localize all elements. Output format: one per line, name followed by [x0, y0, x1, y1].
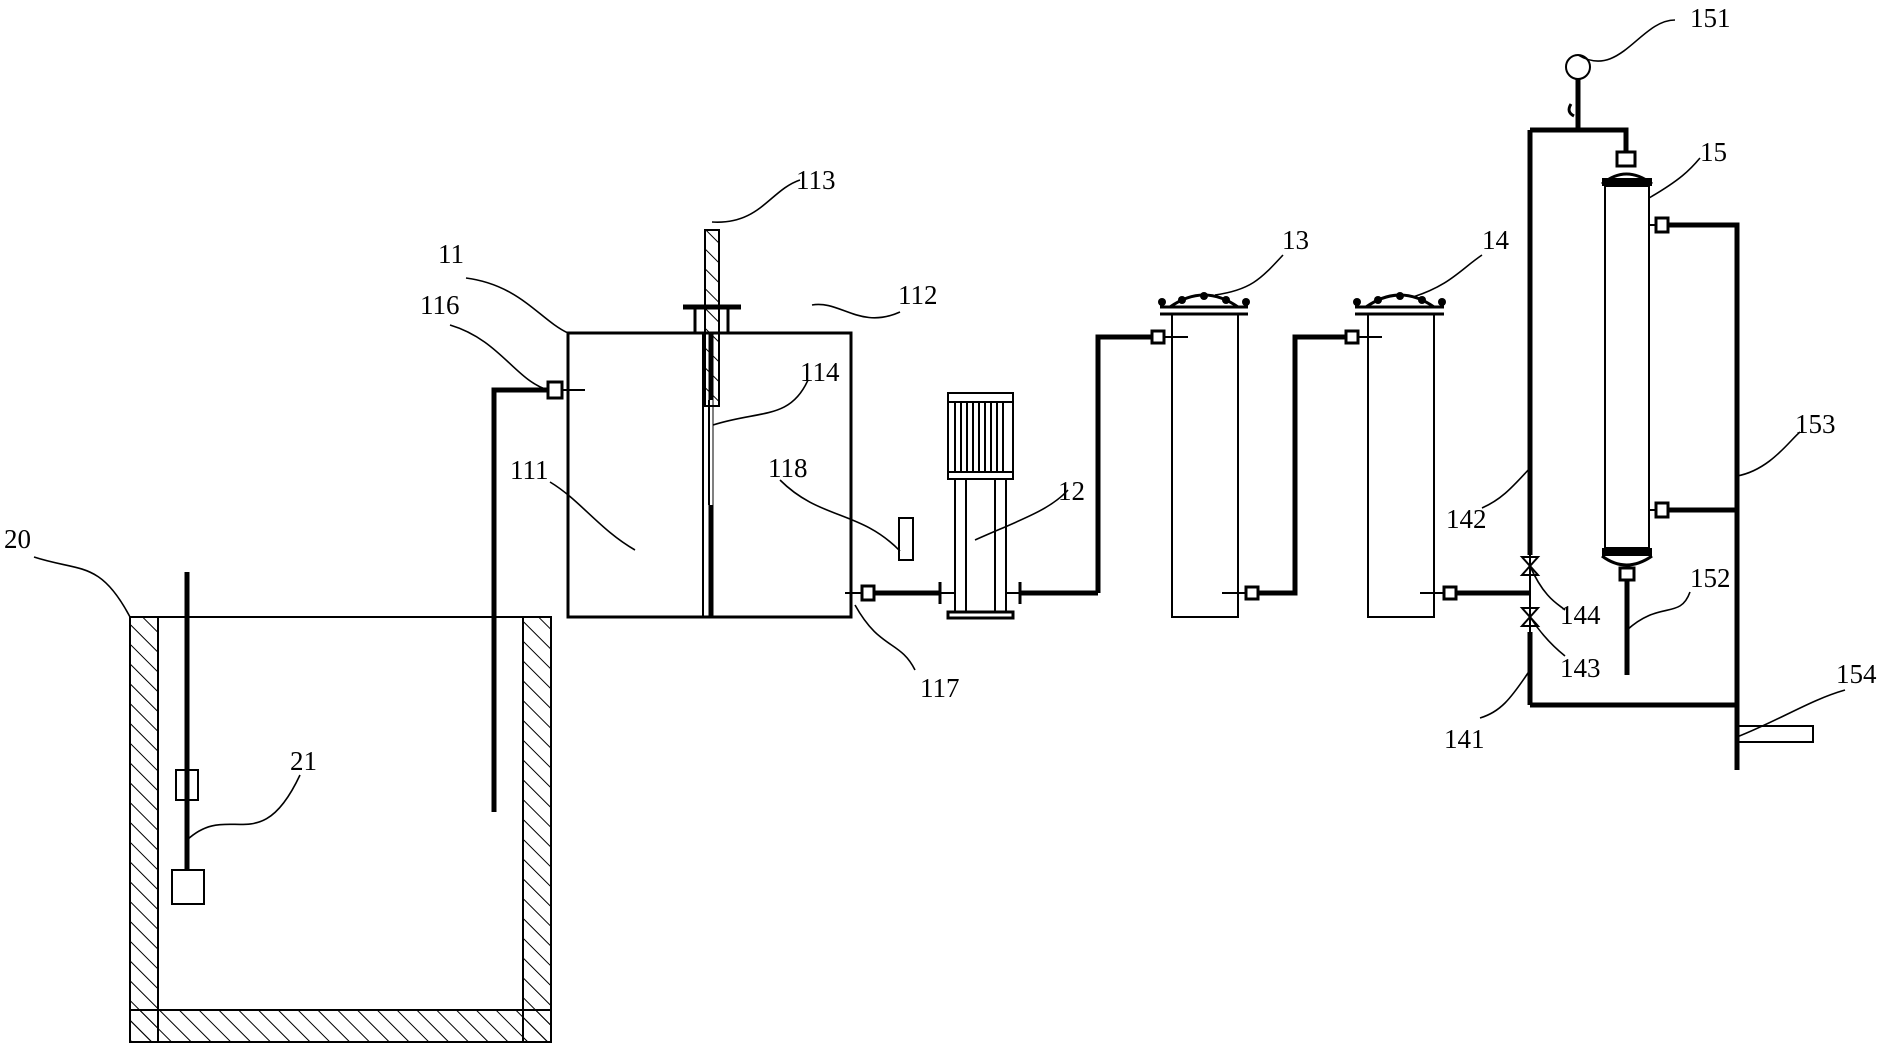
label-20: 20: [4, 524, 31, 554]
label-154: 154: [1836, 659, 1877, 689]
label-143: 143: [1560, 653, 1601, 683]
label-142: 142: [1446, 504, 1487, 534]
tank-11: [566, 229, 914, 619]
pressure-gauge-151: [1565, 54, 1591, 130]
membrane-column-15: [1601, 150, 1670, 675]
label-144: 144: [1560, 600, 1601, 630]
label-12: 12: [1058, 476, 1085, 506]
label-113: 113: [796, 165, 836, 195]
label-13: 13: [1282, 225, 1309, 255]
manifold-pipes: [1527, 127, 1737, 708]
label-117: 117: [920, 673, 960, 703]
filter-13: [1150, 292, 1260, 618]
labels: 20 21 11 116 111 113 112 114 118 117 12 …: [4, 3, 1877, 776]
label-15: 15: [1700, 137, 1727, 167]
label-14: 14: [1482, 225, 1510, 255]
pool-20: [129, 616, 552, 1043]
label-11: 11: [438, 239, 464, 269]
pipe-filter-13-to-14: [1258, 334, 1346, 596]
outlet-pipe-153: [1668, 222, 1740, 770]
level-sensor-21: [171, 572, 205, 905]
label-152: 152: [1690, 563, 1731, 593]
leader-lines: [33, 19, 1846, 841]
label-141: 141: [1444, 724, 1485, 754]
label-112: 112: [898, 280, 938, 310]
outlet-154: [1736, 725, 1814, 743]
label-114: 114: [800, 357, 840, 387]
filter-14: [1344, 292, 1458, 618]
label-118: 118: [768, 453, 808, 483]
pump-12: [938, 392, 1098, 620]
pipe-pump-to-filter-13: [1095, 334, 1152, 593]
outlet-pipe-117: [845, 584, 940, 602]
label-151: 151: [1690, 3, 1731, 33]
label-21: 21: [290, 746, 317, 776]
label-111: 111: [510, 455, 549, 485]
valve-144: [1519, 556, 1541, 576]
label-116: 116: [420, 290, 460, 320]
label-153: 153: [1795, 409, 1836, 439]
